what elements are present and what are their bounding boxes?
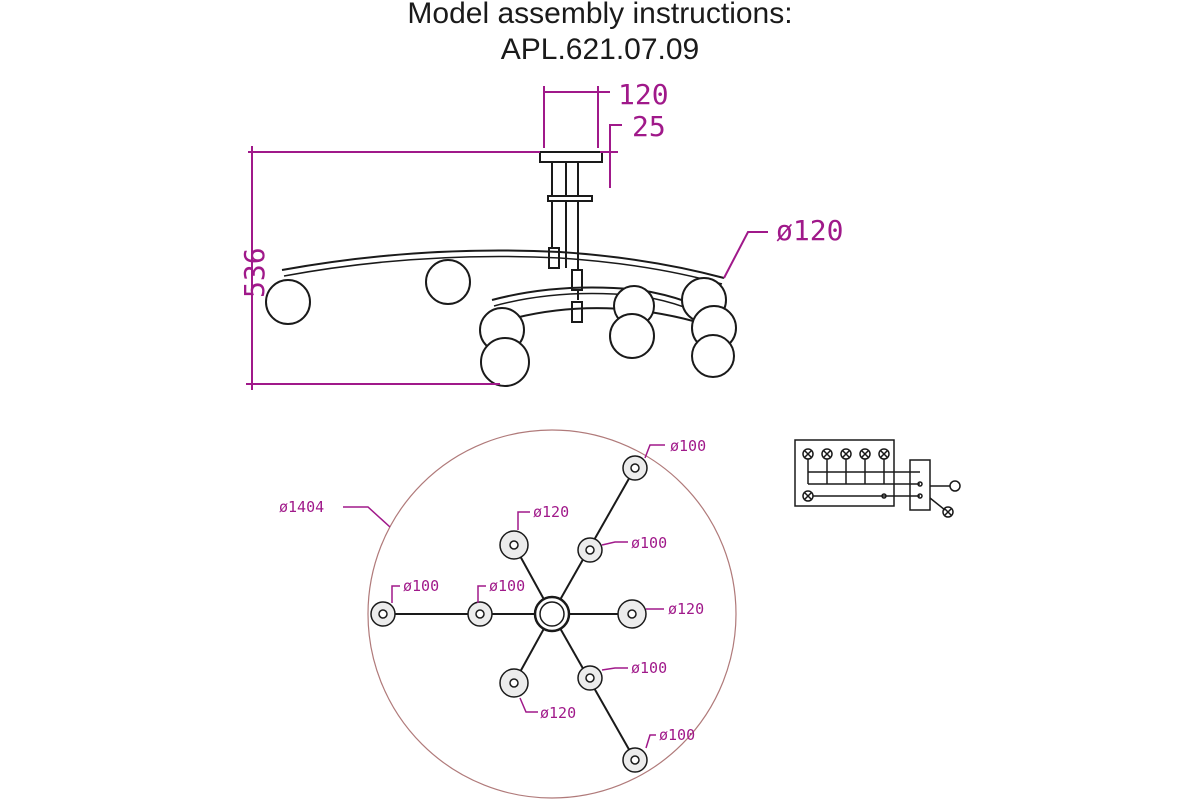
side-view xyxy=(265,151,737,387)
canopy xyxy=(539,151,603,163)
shade-diameter-label: ø100 xyxy=(659,726,695,744)
globe-shade xyxy=(691,334,735,378)
globe-shade xyxy=(480,337,530,387)
overall-diameter-circle xyxy=(367,429,737,799)
switch-box xyxy=(909,459,931,511)
ground-terminal-icon xyxy=(942,506,954,518)
stem-bracket xyxy=(547,195,593,202)
connector-box xyxy=(571,269,583,291)
shade-diameter-label: ø120 xyxy=(540,704,576,722)
upper-arm-inner xyxy=(283,255,723,285)
total-height-label: 536 xyxy=(238,247,271,298)
shade-diameter-label: ø100 xyxy=(631,659,667,677)
shade-diameter-label: ø120 xyxy=(533,503,569,521)
globe-shade xyxy=(425,259,471,305)
shade-diameter-label: ø100 xyxy=(489,577,525,595)
side-view-dimensions xyxy=(246,86,768,390)
upper-arm xyxy=(281,249,725,279)
wiring-diagram xyxy=(794,439,961,518)
model-number: APL.621.07.09 xyxy=(500,33,700,66)
top-view xyxy=(343,429,737,799)
globe-shade xyxy=(265,279,311,325)
diagram-title: Model assembly instructions: xyxy=(407,0,793,30)
canopy-height-label: 25 xyxy=(632,110,666,143)
shade-diameter-label: ø120 xyxy=(776,214,843,247)
connector-box xyxy=(571,301,583,323)
power-terminal-icon xyxy=(949,480,961,492)
shade-diameter-label: ø100 xyxy=(403,577,439,595)
wiring-box xyxy=(794,439,895,507)
shade-diameter-label: ø120 xyxy=(668,600,704,618)
overall-diameter-label: ø1404 xyxy=(279,498,324,516)
canopy-width-label: 120 xyxy=(618,78,669,111)
shade-diameter-label: ø100 xyxy=(670,437,706,455)
shade-diameter-label: ø100 xyxy=(631,534,667,552)
lamp-row xyxy=(802,448,890,460)
globe-shade xyxy=(609,313,655,359)
